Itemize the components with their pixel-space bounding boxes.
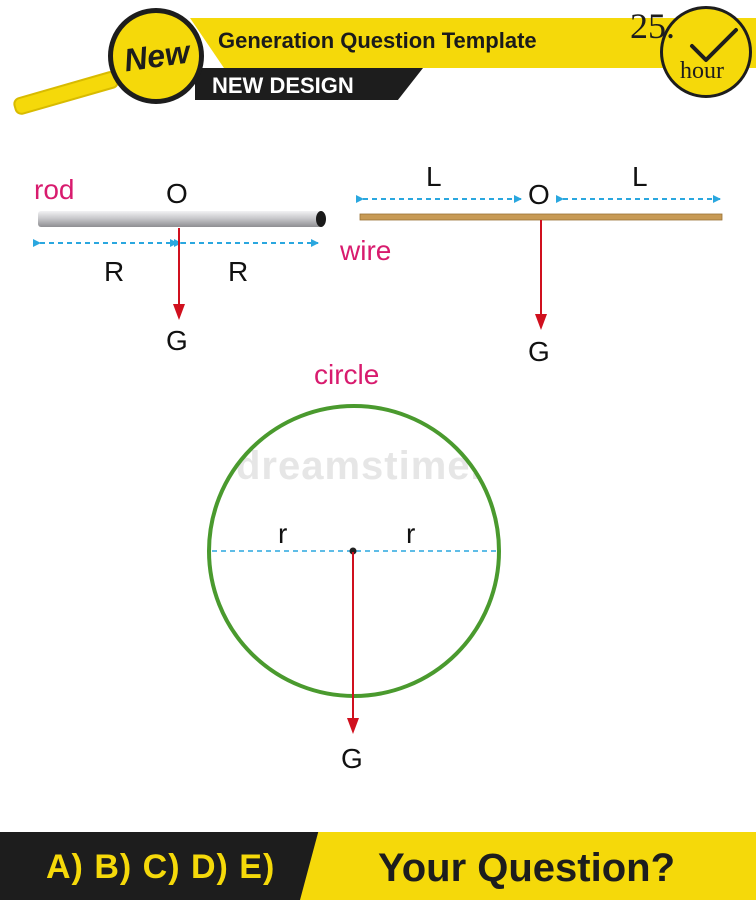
- wire-label: wire: [340, 235, 392, 266]
- footer-question-panel: [300, 832, 756, 900]
- magnifier-icon: [108, 8, 204, 104]
- circle-figure: [207, 404, 501, 734]
- circle-weight-arrowhead: [347, 718, 359, 734]
- circle-radius-left-label: r: [278, 518, 288, 549]
- subheader-banner: [195, 68, 423, 100]
- rod-bar: [38, 211, 322, 227]
- rod-half-left-label: R: [104, 256, 125, 287]
- footer-question: Your Question?: [378, 846, 676, 890]
- rod-label: rod: [34, 174, 75, 205]
- circle-weight-label: G: [341, 743, 363, 774]
- circle-label: circle: [314, 359, 380, 390]
- rod-weight-arrowhead: [173, 304, 185, 320]
- subheader-title: NEW DESIGN: [212, 73, 354, 98]
- watermark: dreamstime.: [236, 444, 483, 488]
- clock-unit: hour: [680, 58, 724, 84]
- wire-weight-arrowhead: [535, 314, 547, 330]
- clock-icon: [660, 6, 752, 98]
- circle-radius-right-label: r: [406, 518, 416, 549]
- rod-figure: [33, 211, 326, 320]
- rod-weight-label: G: [166, 325, 188, 356]
- wire-weight-label: G: [528, 336, 550, 367]
- physics-diagram: [33, 195, 723, 734]
- header-title: Generation Question Template: [218, 28, 537, 53]
- wire-half-right-label: L: [632, 161, 648, 192]
- rod-center-label: O: [166, 178, 188, 209]
- circle-center-dot: [349, 547, 357, 555]
- wire-bar: [359, 213, 723, 221]
- wire-half-left-label: L: [426, 161, 442, 192]
- checkmark-icon: [690, 28, 738, 62]
- wire-figure: [356, 195, 723, 330]
- answer-choices: A) B) C) D) E): [46, 848, 276, 886]
- rod-end-cap: [316, 211, 326, 227]
- rod-half-right-label: R: [228, 256, 249, 287]
- wire-center-label: O: [528, 179, 550, 210]
- clock-number: 25.: [630, 6, 675, 46]
